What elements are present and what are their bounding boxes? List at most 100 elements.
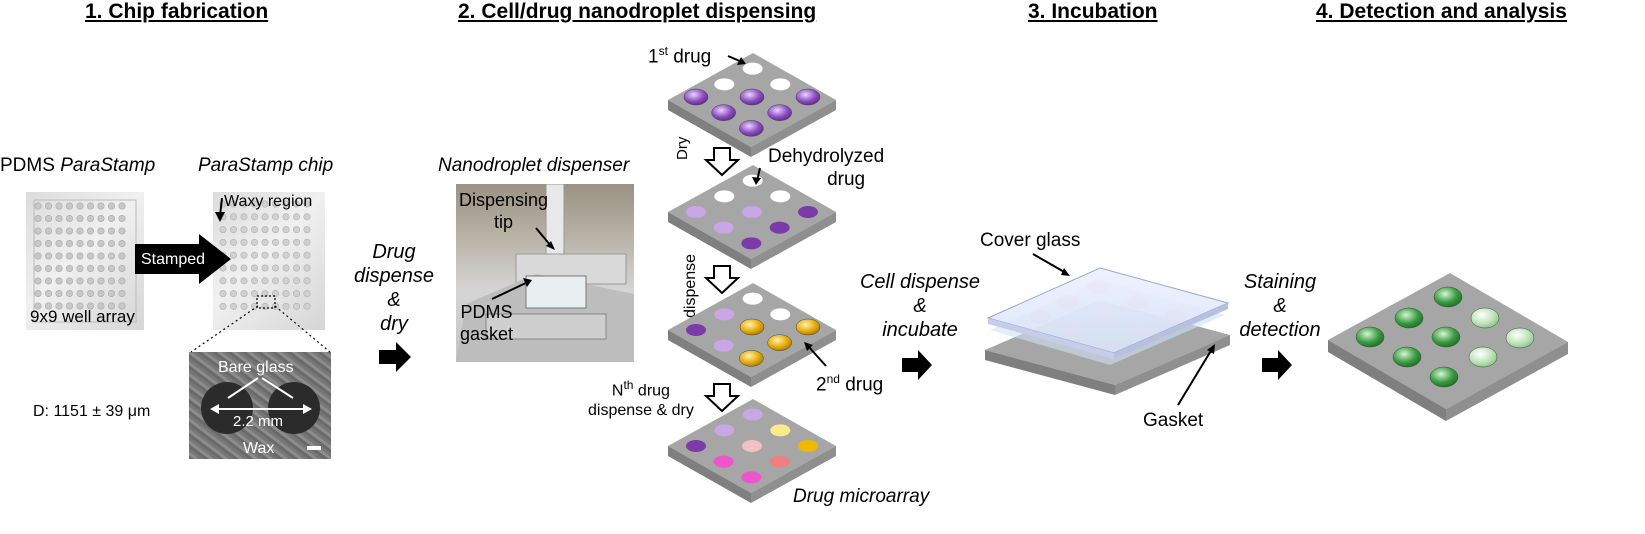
well-dot: [65, 302, 73, 310]
well-dot: [76, 290, 84, 298]
well-dot: [108, 227, 116, 235]
well-dot: [240, 264, 248, 272]
droplet: [739, 88, 765, 106]
dry-spot: [798, 440, 818, 452]
well-dot: [303, 264, 311, 272]
well-dot: [261, 264, 269, 272]
well-dot: [118, 214, 126, 222]
arrow-to-detection: [1262, 350, 1292, 380]
well-dot: [282, 226, 290, 234]
second-drug-tail: drug: [839, 374, 884, 396]
well-dot: [86, 290, 94, 298]
heading-detection: 4. Detection and analysis: [1316, 0, 1567, 23]
drug-plate: [668, 165, 836, 269]
well-dot: [34, 239, 42, 247]
well-dot: [293, 238, 301, 246]
well-dot: [44, 239, 52, 247]
well-dot: [108, 277, 116, 285]
arrow1-line1: Drug: [372, 241, 416, 263]
dehydrolyzed-line2: drug: [827, 168, 866, 190]
well-dot: [86, 265, 94, 273]
well-dot: [271, 277, 279, 285]
well-dot: [118, 302, 126, 310]
well-dot: [76, 227, 84, 235]
well-dot: [282, 290, 290, 298]
well-dot: [229, 290, 237, 298]
well-dot: [261, 238, 269, 246]
well-dot: [97, 227, 105, 235]
well-dot: [271, 213, 279, 221]
dry-spot: [770, 78, 791, 91]
arrow3-line1: Staining: [1243, 271, 1317, 293]
plate-side-left: [668, 100, 751, 157]
bare-glass-label: Bare glass: [218, 359, 294, 376]
well-dot: [250, 200, 258, 208]
well-dot: [118, 277, 126, 285]
gasket-label: Gasket: [1143, 410, 1204, 431]
droplet: [739, 350, 764, 367]
plate-side-right: [751, 446, 836, 503]
parastamp-chip-label: ParaStamp chip: [198, 155, 334, 176]
stained-droplet: [1355, 326, 1385, 348]
staining-detection-text: Staining & detection: [1225, 270, 1335, 342]
dry-spot: [742, 206, 762, 218]
well-dot: [303, 226, 311, 234]
well-dot: [108, 214, 116, 222]
well-dot: [55, 290, 63, 298]
plate-side-right: [751, 100, 836, 157]
well-dot: [76, 302, 84, 310]
dispenser-title: Nanodroplet dispenser: [438, 155, 630, 176]
plate-side-left: [668, 330, 751, 387]
well-dot: [282, 238, 290, 246]
well-dot: [229, 251, 237, 259]
pdms-prefix: PDMS: [0, 155, 61, 176]
well-dot: [34, 252, 42, 260]
well-dot: [271, 264, 279, 272]
stamped-arrow: [135, 234, 231, 284]
well-dot: [303, 238, 311, 246]
well-dot: [219, 277, 227, 285]
arrow1-line3: &: [387, 289, 401, 311]
arrow2-line3: incubate: [882, 319, 958, 341]
well-dot: [219, 226, 227, 234]
well-dot: [250, 226, 258, 234]
well-dot: [229, 277, 237, 285]
well-dot: [44, 252, 52, 260]
nth-drug-line2: dispense & dry: [588, 401, 694, 419]
well-dot: [76, 265, 84, 273]
dry-spot: [742, 408, 763, 421]
stained-droplet: [1468, 346, 1498, 368]
well-dot: [293, 213, 301, 221]
droplet: [739, 120, 764, 137]
stained-droplet: [1394, 307, 1424, 329]
cover-glass-label: Cover glass: [980, 230, 1081, 251]
well-dot: [229, 264, 237, 272]
nth-drug-tail: drug: [633, 382, 670, 400]
well-dot: [44, 265, 52, 273]
well-dot: [34, 214, 42, 222]
droplet: [683, 88, 709, 106]
dehydrolyzed-line1: Dehydrolyzed: [768, 146, 885, 167]
well-dot: [282, 277, 290, 285]
dry-spot: [714, 308, 735, 321]
well-dot: [250, 290, 258, 298]
well-dot: [282, 213, 290, 221]
well-dot: [97, 302, 105, 310]
well-dot: [34, 265, 42, 273]
dry-spot: [742, 62, 763, 75]
well-dot: [250, 213, 258, 221]
well-dot: [261, 213, 269, 221]
well-dot: [229, 238, 237, 246]
well-dot: [293, 277, 301, 285]
dry-spot: [714, 424, 735, 437]
dry-spot: [770, 190, 791, 203]
well-dot: [282, 302, 290, 310]
arrow2-line1: Cell dispense: [859, 271, 981, 293]
dry-spot: [686, 440, 706, 452]
nth-drug-sup: th: [623, 378, 634, 392]
stained-droplet: [1433, 286, 1463, 308]
incubation-chip: [985, 267, 1230, 395]
droplet: [767, 104, 792, 121]
well-dot: [65, 227, 73, 235]
